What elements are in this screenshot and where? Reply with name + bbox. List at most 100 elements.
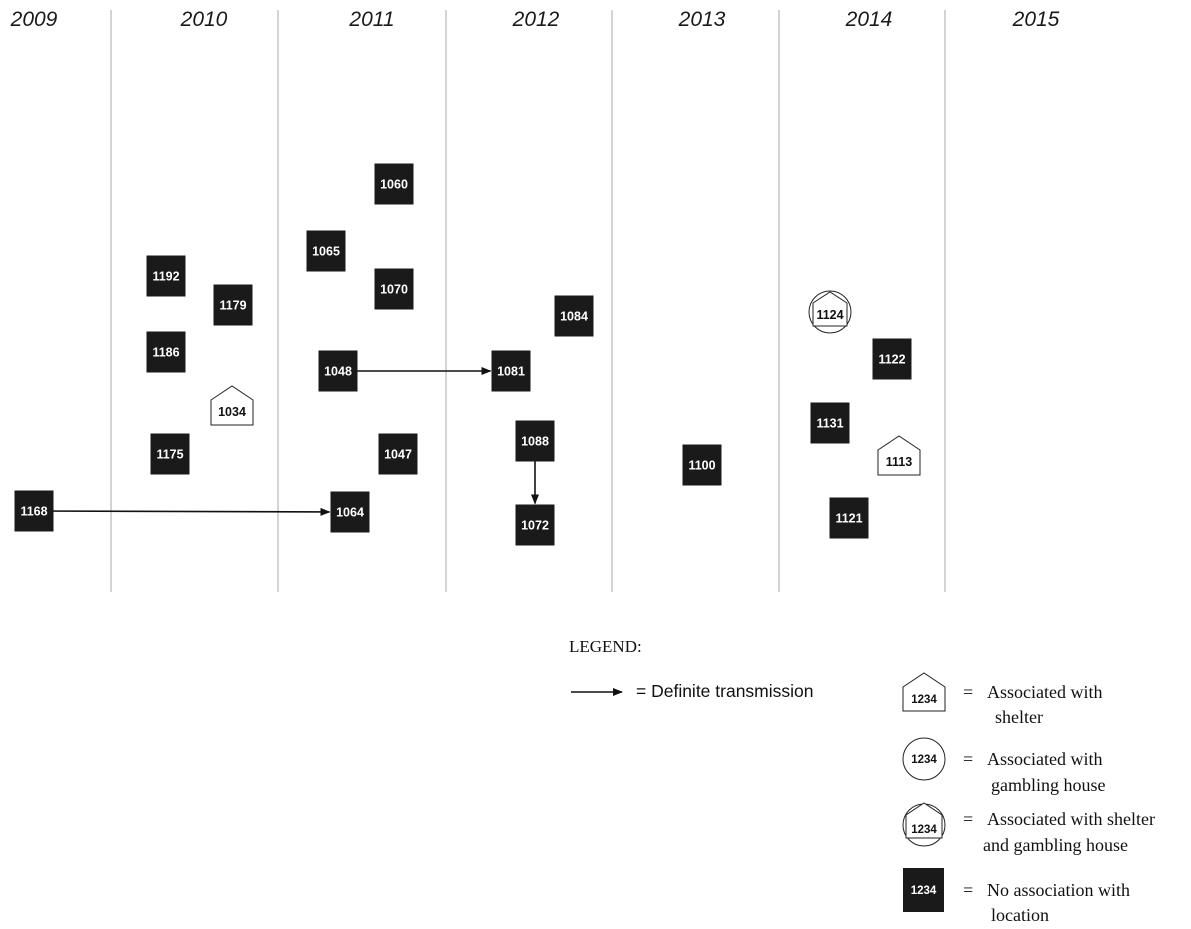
shelter-icon [902,672,946,712]
case-id-label: 1034 [218,405,246,419]
case-id-label: 1048 [324,365,352,379]
legend-item-no-association: 1234 = No association with location [903,868,1130,925]
black-square-marker [810,402,850,444]
black-square-marker [146,331,186,373]
case-id-label: 1047 [384,448,412,462]
legend-arrow-label: = Definite transmission [636,681,814,701]
case-node-1060: 1060 [374,163,414,205]
transmission-arrow-1168-1064 [33,507,331,516]
year-dividers [110,10,946,592]
legend-text-line1: No association with [987,880,1130,900]
year-label: 2011 [348,8,394,31]
case-node-1072: 1072 [515,504,555,546]
year-label: 2015 [1012,8,1060,31]
black-square-marker [318,350,358,392]
case-node-1122: 1122 [872,338,912,380]
black-square-marker [150,433,190,475]
black-square-marker [872,338,912,380]
year-label: 2013 [678,8,726,31]
case-id-label: 1131 [816,417,843,431]
black-square-marker [515,420,555,462]
case-id-label: 1065 [312,245,340,259]
case-node-1124: 1124 [808,290,852,334]
black-square-marker [374,268,414,310]
legend-item-shelter: 1234 = Associated with shelter [902,672,1102,727]
case-node-1168: 1168 [14,490,54,532]
legend-sample-label: 1234 [911,824,937,836]
legend-item-gambling: 1234 = Associated with gambling house [902,737,1106,795]
case-node-1084: 1084 [554,295,594,337]
case-node-1192: 1192 [146,255,186,297]
case-id-label: 1122 [878,353,905,367]
black-square-marker [682,444,722,486]
year-label: 2009 [10,8,58,31]
case-id-label: 1179 [219,299,246,313]
case-id-label: 1064 [336,506,364,520]
case-node-1179: 1179 [213,284,253,326]
legend-sample-label: 1234 [911,885,937,897]
case-id-label: 1084 [560,310,588,324]
case-node-1047: 1047 [378,433,418,475]
case-node-1065: 1065 [306,230,346,272]
legend-text-line2: location [991,905,1049,925]
legend-eq: = [963,880,973,900]
case-id-label: 1121 [835,512,862,526]
black-square-marker [213,284,253,326]
case-node-1131: 1131 [810,402,850,444]
case-node-1186: 1186 [146,331,186,373]
case-node-1081: 1081 [491,350,531,392]
case-node-1100: 1100 [682,444,722,486]
year-label: 2014 [845,8,893,31]
legend: LEGEND: = Definite transmission 1234 = A… [569,637,1155,925]
black-square-marker [829,497,869,539]
legend-text-line2: and gambling house [983,835,1128,855]
case-id-label: 1072 [521,519,549,533]
black-square-marker [515,504,555,546]
legend-text-line1: Associated with [987,749,1102,769]
year-labels: 2009 2010 2011 2012 2013 2014 2015 [10,8,1060,31]
legend-sample-label: 1234 [911,694,937,706]
case-node-1175: 1175 [150,433,190,475]
legend-eq: = [963,809,973,829]
case-node-1048: 1048 [318,350,358,392]
case-id-label: 1100 [688,459,715,473]
black-square-marker [306,230,346,272]
legend-text-line1: Associated with [987,682,1102,702]
black-square-marker [491,350,531,392]
shelter-icon [905,802,943,839]
transmission-arrows [33,367,539,516]
case-id-label: 1113 [886,455,912,469]
shelter-marker-icon [210,385,254,426]
gambling-circle-icon [902,737,946,781]
case-node-1070: 1070 [374,268,414,310]
case-id-label: 1175 [156,448,183,462]
black-square-marker [374,163,414,205]
black-square-icon [903,868,944,912]
legend-item-shelter-gambling: 1234 = Associated with shelter and gambl… [902,802,1155,855]
black-square-marker [554,295,594,337]
legend-sample-label: 1234 [911,754,937,766]
case-id-label: 1186 [152,346,179,360]
year-label: 2010 [180,8,228,31]
black-square-marker [330,491,370,533]
case-id-label: 1088 [521,435,549,449]
case-id-label: 1060 [380,178,408,192]
case-id-label: 1192 [152,270,179,284]
case-node-1113: 1113 [877,435,921,476]
year-label: 2012 [512,8,560,31]
black-square-marker [378,433,418,475]
legend-eq: = [963,749,973,769]
black-square-marker [146,255,186,297]
case-nodes: 1060 1065 1192 1070 1179 1084 1124 1186 1122 1048… [14,163,921,546]
case-id-label: 1070 [380,283,408,297]
legend-title: LEGEND: [569,637,642,656]
case-id-label: 1124 [816,308,843,322]
black-square-marker [14,490,54,532]
legend-text-line1: Associated with shelter [987,809,1155,829]
case-node-1034: 1034 [210,385,254,426]
case-node-1064: 1064 [330,491,370,533]
legend-text-line2: shelter [995,707,1043,727]
case-id-label: 1081 [497,365,525,379]
case-node-1088: 1088 [515,420,555,462]
